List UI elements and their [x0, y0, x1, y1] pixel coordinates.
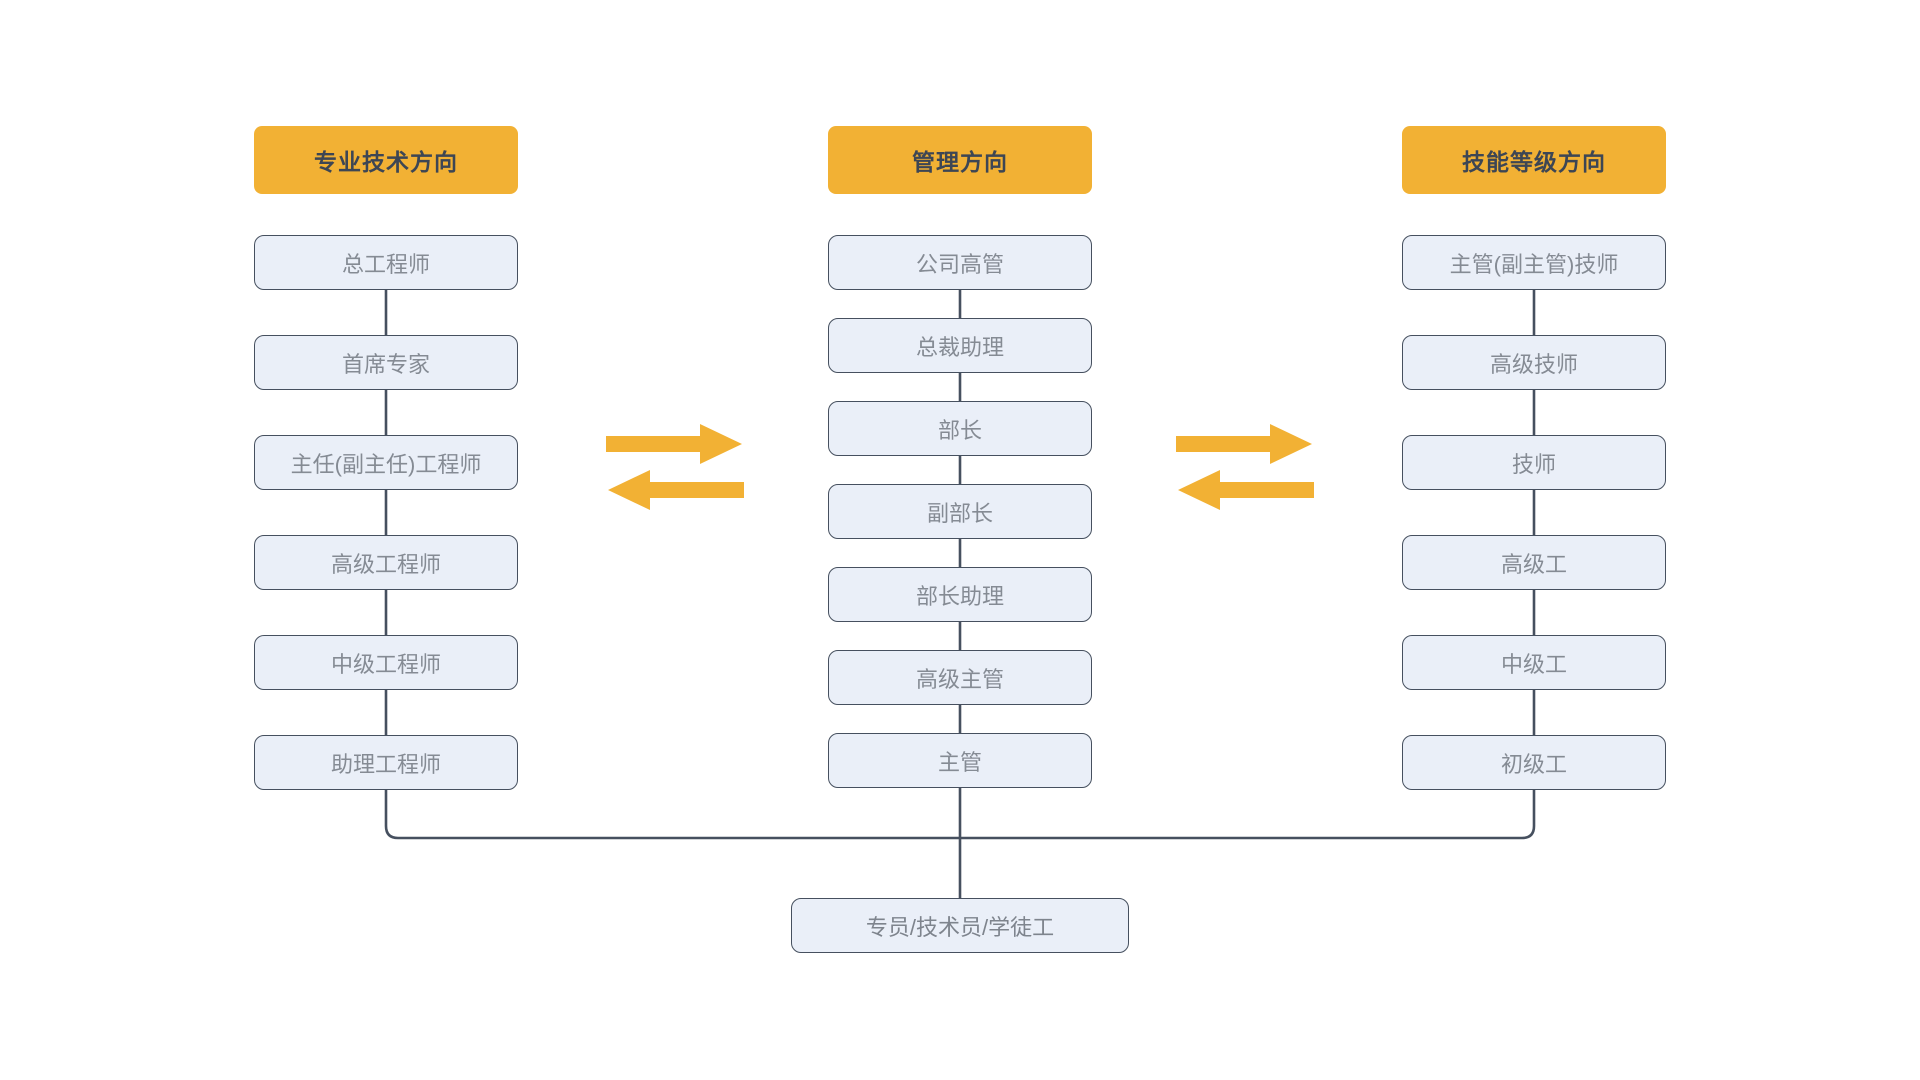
column-header-technical: 专业技术方向: [254, 126, 518, 194]
node-skill-2[interactable]: 高级技师: [1402, 335, 1666, 390]
node-management-5[interactable]: 部长助理: [828, 567, 1092, 622]
node-technical-2[interactable]: 首席专家: [254, 335, 518, 390]
node-technical-3[interactable]: 主任(副主任)工程师: [254, 435, 518, 490]
node-technical-1[interactable]: 总工程师: [254, 235, 518, 290]
node-management-6[interactable]: 高级主管: [828, 650, 1092, 705]
arrow-right-icon: [606, 424, 742, 464]
node-management-3[interactable]: 部长: [828, 401, 1092, 456]
node-technical-5[interactable]: 中级工程师: [254, 635, 518, 690]
node-management-1[interactable]: 公司高管: [828, 235, 1092, 290]
node-skill-5[interactable]: 中级工: [1402, 635, 1666, 690]
node-technical-4[interactable]: 高级工程师: [254, 535, 518, 590]
arrow-left-icon: [1178, 470, 1314, 510]
node-skill-1[interactable]: 主管(副主管)技师: [1402, 235, 1666, 290]
node-management-7[interactable]: 主管: [828, 733, 1092, 788]
node-base-entry[interactable]: 专员/技术员/学徒工: [791, 898, 1129, 953]
column-header-skill: 技能等级方向: [1402, 126, 1666, 194]
column-header-management: 管理方向: [828, 126, 1092, 194]
node-management-2[interactable]: 总裁助理: [828, 318, 1092, 373]
arrow-left-icon: [608, 470, 744, 510]
node-skill-6[interactable]: 初级工: [1402, 735, 1666, 790]
node-skill-4[interactable]: 高级工: [1402, 535, 1666, 590]
exchange-arrows-right: [1170, 420, 1320, 520]
exchange-arrows-left: [600, 420, 750, 520]
node-management-4[interactable]: 副部长: [828, 484, 1092, 539]
node-technical-6[interactable]: 助理工程师: [254, 735, 518, 790]
arrow-right-icon: [1176, 424, 1312, 464]
node-skill-3[interactable]: 技师: [1402, 435, 1666, 490]
